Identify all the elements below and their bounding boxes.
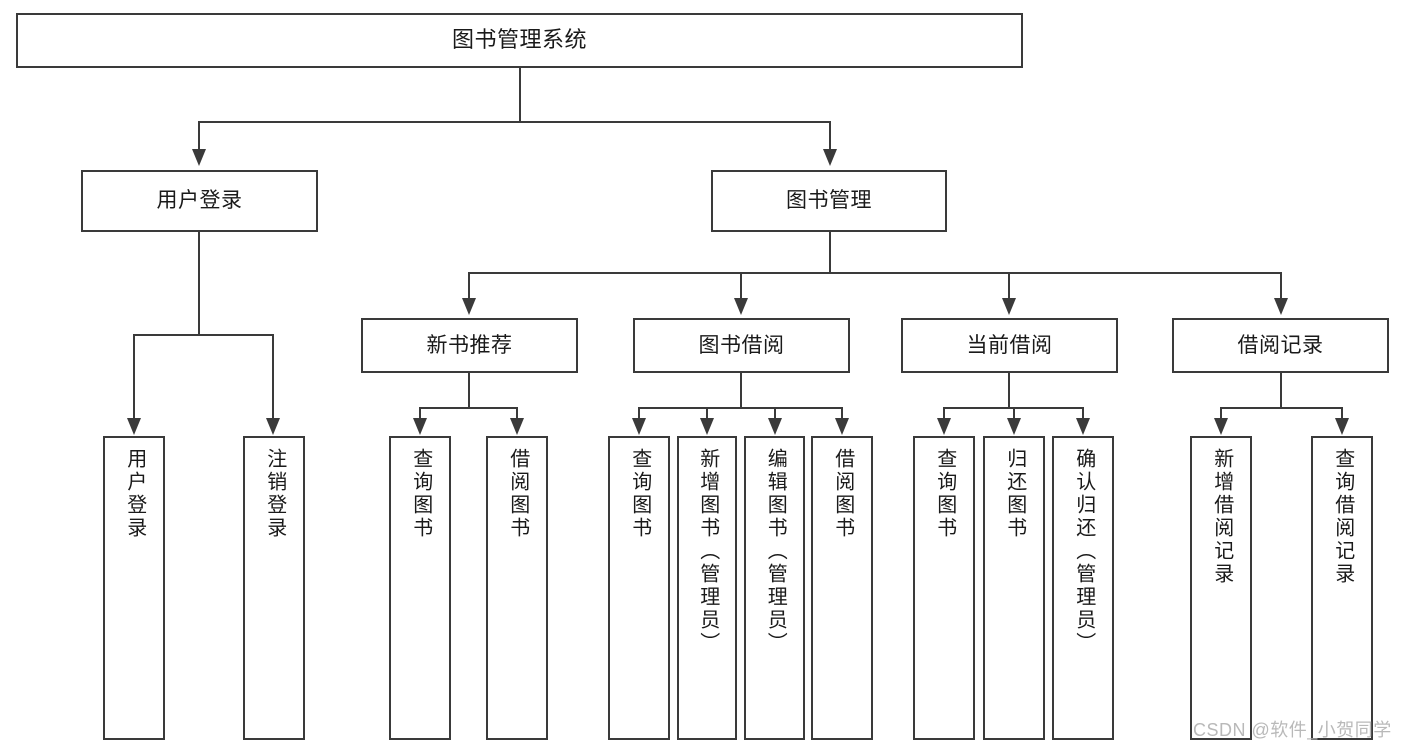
arrow-down-icon — [1214, 418, 1228, 435]
arrow-down-icon — [632, 418, 646, 435]
connector-book-borrow-bus — [638, 407, 842, 409]
connector-to-current-borrow — [1008, 272, 1010, 300]
connector-to-leaf-logout — [272, 334, 274, 420]
connector-leaf-drop — [943, 407, 945, 420]
node-label: 借阅记录 — [1237, 333, 1324, 357]
connector-borrow-record-bus — [1220, 407, 1342, 409]
node-label: 查询图书 — [409, 448, 432, 540]
leaf-query-book-recommend[interactable]: 查询图书 — [389, 436, 451, 740]
connector-to-new-book-recommend — [468, 272, 470, 300]
connector-borrow-record-stem — [1280, 373, 1282, 409]
leaf-borrow-book-recommend[interactable]: 借阅图书 — [486, 436, 548, 740]
connector-to-book-borrow — [740, 272, 742, 300]
leaf-query-borrow-record[interactable]: 查询借阅记录 — [1311, 436, 1373, 740]
leaf-query-book-borrow[interactable]: 查询图书 — [608, 436, 670, 740]
node-user-login[interactable]: 用户登录 — [81, 170, 318, 232]
node-label: 借阅图书 — [831, 448, 854, 540]
arrow-down-icon — [462, 298, 476, 315]
connector-root-stem — [519, 68, 521, 122]
node-label: 查询图书 — [628, 448, 651, 540]
connector-book-borrow-stem — [740, 373, 742, 409]
connector-user-login-stem — [198, 232, 200, 336]
connector-to-borrow-record — [1280, 272, 1282, 300]
arrow-down-icon — [127, 418, 141, 435]
connector-leaf-drop — [1220, 407, 1222, 420]
connector-leaf-drop — [638, 407, 640, 420]
arrow-down-icon — [510, 418, 524, 435]
connector-to-leaf-user-login — [133, 334, 135, 420]
arrow-down-icon — [835, 418, 849, 435]
node-label: 新增图书（管理员） — [696, 448, 719, 655]
node-borrow-record[interactable]: 借阅记录 — [1172, 318, 1389, 373]
connector-root-to-book-management — [829, 121, 831, 151]
leaf-borrow-book[interactable]: 借阅图书 — [811, 436, 873, 740]
node-label: 编辑图书（管理员） — [764, 448, 787, 655]
leaf-edit-book-admin[interactable]: 编辑图书（管理员） — [744, 436, 805, 740]
arrow-down-icon — [700, 418, 714, 435]
leaf-user-login[interactable]: 用户登录 — [103, 436, 165, 740]
leaf-add-book-admin[interactable]: 新增图书（管理员） — [677, 436, 737, 740]
arrow-down-icon — [1335, 418, 1349, 435]
node-label: 图书管理 — [786, 189, 872, 213]
arrow-down-icon — [937, 418, 951, 435]
connector-leaf-drop — [419, 407, 421, 420]
connector-book-management-bus — [468, 272, 1282, 274]
node-label: 查询借阅记录 — [1331, 448, 1354, 586]
connector-new-book-recommend-stem — [468, 373, 470, 409]
arrow-down-icon — [266, 418, 280, 435]
connector-current-borrow-stem — [1008, 373, 1010, 409]
connector-root-to-user-login — [198, 121, 200, 151]
node-label: 图书借阅 — [698, 333, 785, 357]
connector-leaf-drop — [516, 407, 518, 420]
node-book-management-system[interactable]: 图书管理系统 — [16, 13, 1023, 68]
node-label: 注销登录 — [263, 448, 286, 540]
connector-leaf-drop — [774, 407, 776, 420]
node-label: 归还图书 — [1003, 448, 1026, 540]
connector-leaf-drop — [1082, 407, 1084, 420]
leaf-return-book[interactable]: 归还图书 — [983, 436, 1045, 740]
node-label: 图书管理系统 — [451, 27, 587, 53]
arrow-down-icon — [768, 418, 782, 435]
node-label: 当前借阅 — [966, 333, 1053, 357]
node-label: 新增借阅记录 — [1210, 448, 1233, 586]
arrow-down-icon — [823, 149, 837, 166]
node-book-borrow[interactable]: 图书借阅 — [633, 318, 850, 373]
connector-new-book-recommend-bus — [419, 407, 517, 409]
connector-user-login-bus — [133, 334, 273, 336]
connector-leaf-drop — [1013, 407, 1015, 420]
arrow-down-icon — [1007, 418, 1021, 435]
arrow-down-icon — [734, 298, 748, 315]
arrow-down-icon — [1274, 298, 1288, 315]
node-current-borrow[interactable]: 当前借阅 — [901, 318, 1118, 373]
leaf-add-borrow-record[interactable]: 新增借阅记录 — [1190, 436, 1252, 740]
node-new-book-recommend[interactable]: 新书推荐 — [361, 318, 578, 373]
node-label: 用户登录 — [156, 189, 243, 213]
node-label: 确认归还（管理员） — [1072, 448, 1095, 655]
node-book-management[interactable]: 图书管理 — [711, 170, 947, 232]
arrow-down-icon — [1076, 418, 1090, 435]
connector-leaf-drop — [706, 407, 708, 420]
arrow-down-icon — [192, 149, 206, 166]
connector-leaf-drop — [1341, 407, 1343, 420]
node-label: 新书推荐 — [426, 333, 513, 357]
arrow-down-icon — [413, 418, 427, 435]
arrow-down-icon — [1002, 298, 1016, 315]
leaf-query-book-current[interactable]: 查询图书 — [913, 436, 975, 740]
connector-root-bus — [198, 121, 830, 123]
leaf-confirm-return-admin[interactable]: 确认归还（管理员） — [1052, 436, 1114, 740]
leaf-logout[interactable]: 注销登录 — [243, 436, 305, 740]
node-label: 借阅图书 — [506, 448, 529, 540]
connector-book-management-stem — [829, 232, 831, 274]
connector-leaf-drop — [841, 407, 843, 420]
node-label: 用户登录 — [123, 448, 146, 540]
node-label: 查询图书 — [933, 448, 956, 540]
